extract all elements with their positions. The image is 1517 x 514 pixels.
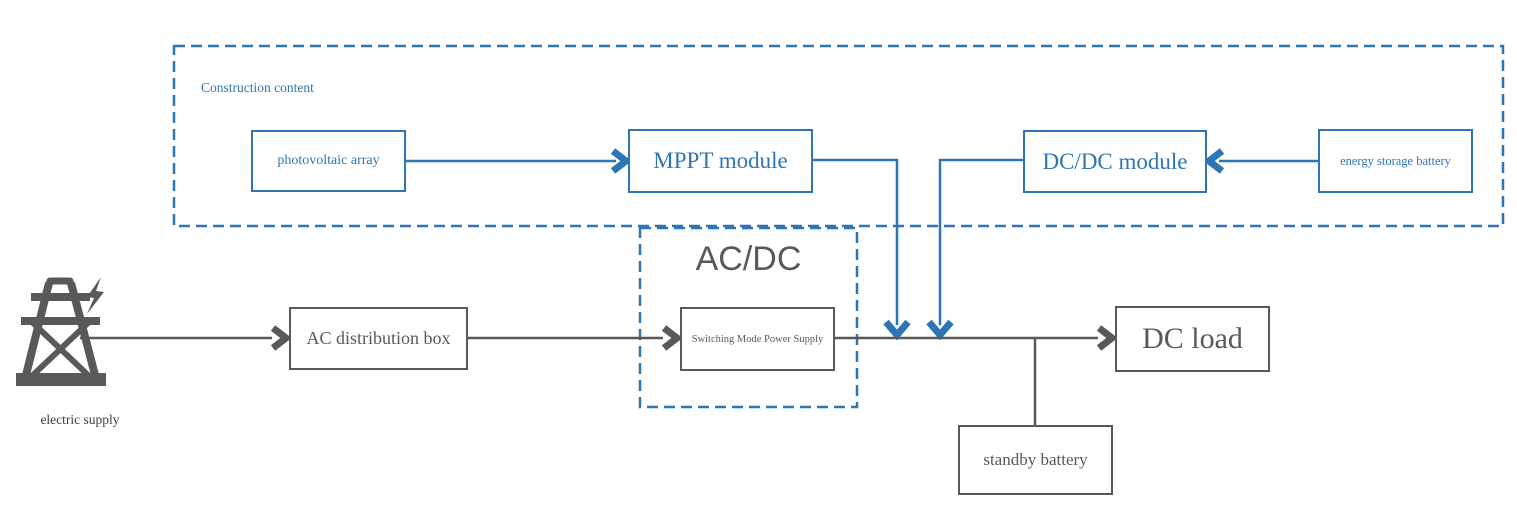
connector-dcdc-to-bus xyxy=(938,158,1023,325)
arrowhead-into-acdist xyxy=(270,325,292,351)
connector-mppt-to-bus xyxy=(813,158,899,325)
construction-content-border xyxy=(172,44,1505,228)
arrowhead-into-mppt xyxy=(610,148,632,174)
arrowhead-mppt-down xyxy=(883,319,911,341)
transmission-tower-icon xyxy=(16,277,106,386)
arrowhead-into-smps xyxy=(661,325,683,351)
acdc-group-border xyxy=(638,226,859,409)
arrowhead-into-dcload xyxy=(1096,325,1118,351)
arrowhead-into-dcdc xyxy=(1203,148,1225,174)
arrowhead-dcdc-down xyxy=(926,319,954,341)
lightning-bolt-icon xyxy=(87,277,104,314)
